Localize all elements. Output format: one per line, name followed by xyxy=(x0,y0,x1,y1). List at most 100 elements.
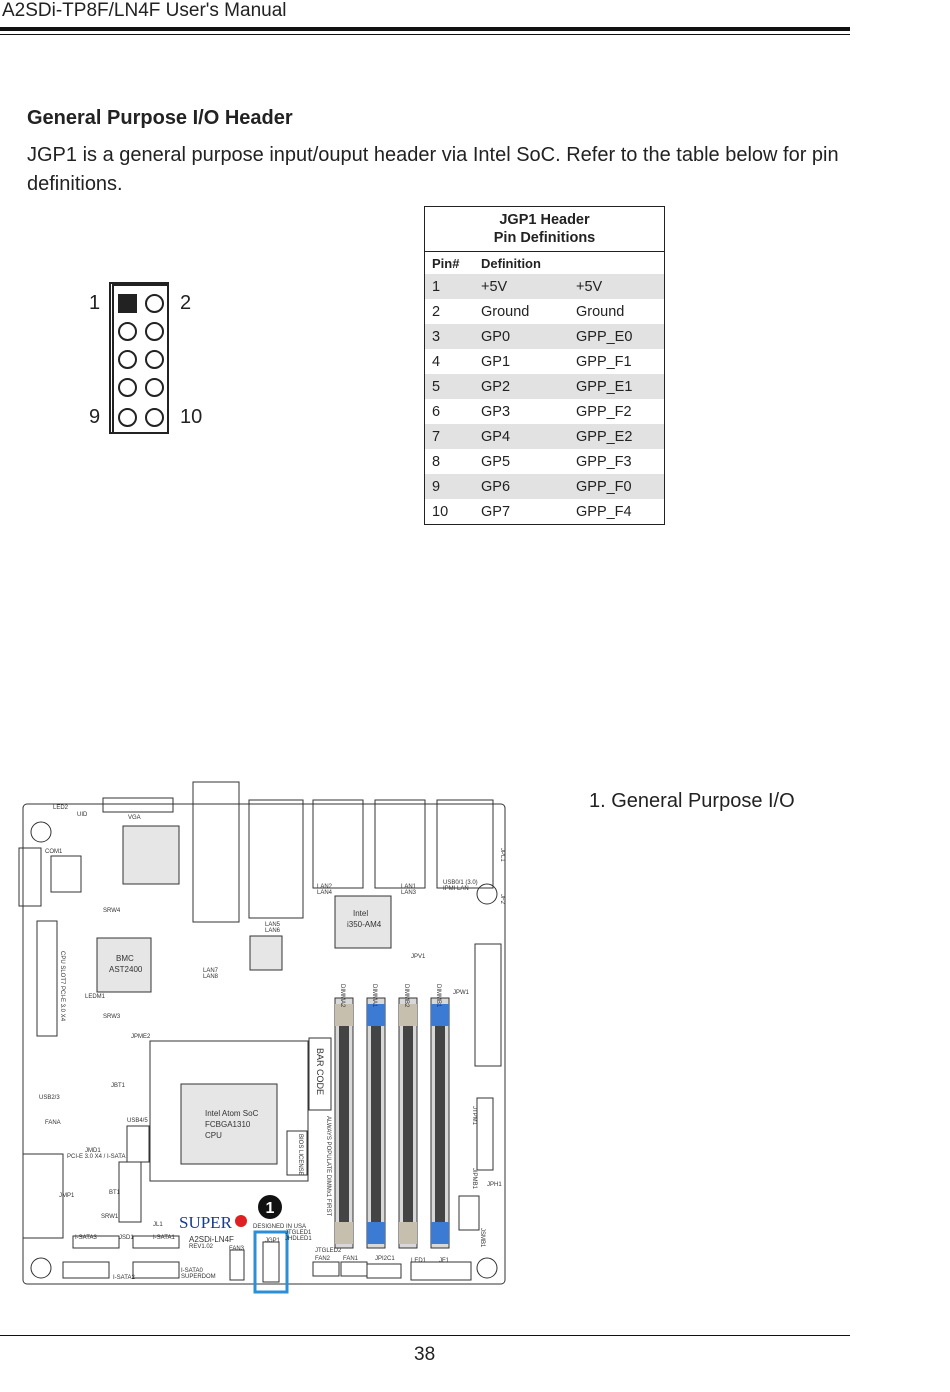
label-jtgled1: JTGLED1 xyxy=(285,1230,312,1236)
dimm-slot-core xyxy=(371,1026,381,1222)
board-outline xyxy=(22,803,506,1285)
lan-stack-1-3 xyxy=(374,799,426,889)
cell-def: Ground xyxy=(481,303,530,320)
label-srw4: SRW4 xyxy=(103,908,121,914)
label-pcie-sata: PCI-E 3.0 X4 / I-SATA xyxy=(67,1154,125,1160)
cell-pin: 5 xyxy=(424,374,474,399)
label-jtpm1: JTPM1 xyxy=(471,1106,477,1126)
pin-definitions-table: JGP1 Header Pin Definitions Pin# Definit… xyxy=(424,206,665,525)
manual-title: A2SDi-TP8F/LN4F User's Manual xyxy=(2,0,287,21)
label-lan1: LAN1 xyxy=(401,884,417,890)
cell-def: GP1 xyxy=(481,353,511,370)
label-jf2: JF2 xyxy=(499,894,505,905)
cell-alt: GPP_F2 xyxy=(576,403,632,420)
label-lan5: LAN5 xyxy=(265,922,281,928)
table-title: JGP1 Header Pin Definitions xyxy=(424,206,665,252)
dimm-clip xyxy=(367,1222,385,1244)
label-led1: LED1 xyxy=(411,1258,427,1264)
label-jbt1: JBT1 xyxy=(111,1083,126,1089)
label-ast2400: AST2400 xyxy=(109,965,143,974)
cell-alt: GPP_F1 xyxy=(576,353,632,370)
cell-def: GP5 xyxy=(481,453,511,470)
dimm-clip xyxy=(367,1004,385,1026)
label-jipmb1: JIPMB1 xyxy=(471,1168,477,1190)
dimm-clip xyxy=(399,1222,417,1244)
col-header-definition: Definition xyxy=(481,255,541,271)
cell-pin: 6 xyxy=(432,403,441,420)
label-model: A2SDi-LN4F xyxy=(189,1235,234,1244)
label-vga: VGA xyxy=(128,815,141,821)
label-fan1: FAN1 xyxy=(343,1256,359,1262)
label-isata3: I-SATA3 xyxy=(75,1235,97,1241)
label-fana: FANA xyxy=(45,1120,61,1126)
label-bar-code: BAR CODE xyxy=(315,1048,325,1095)
m2-slot-area xyxy=(22,1153,64,1239)
soc-chip xyxy=(180,1083,278,1165)
isata2-connector xyxy=(62,1261,110,1279)
label-isata2: I-SATA2 xyxy=(113,1275,135,1281)
atx-power-connector xyxy=(474,943,502,1067)
com1-chip xyxy=(50,855,82,893)
label-lan7: LAN7 xyxy=(203,968,219,974)
cell-pin: 9 xyxy=(424,474,474,499)
label-isata1: I-SATA1 xyxy=(153,1235,175,1241)
label-jl1: JL1 xyxy=(153,1222,163,1228)
isata3-connector xyxy=(72,1235,120,1249)
cell-alt: GPP_E2 xyxy=(569,424,665,449)
cell-pin: 1 xyxy=(424,274,474,299)
cell-alt: +5V xyxy=(569,274,665,299)
com1-header xyxy=(18,847,42,907)
table-row: 6 GP3 GPP_F2 xyxy=(425,399,665,424)
vga-connector xyxy=(102,797,174,813)
cell-pin: 2 xyxy=(432,303,441,320)
label-fan2: FAN2 xyxy=(315,1256,331,1262)
pin-4 xyxy=(145,322,164,341)
label-srw3: SRW3 xyxy=(103,1014,121,1020)
usb45-header xyxy=(126,1125,150,1163)
jtpm1-header xyxy=(476,1097,494,1171)
jgp1-header xyxy=(262,1241,280,1283)
dimm-clip xyxy=(335,1222,353,1244)
cell-pin: 3 xyxy=(424,324,474,349)
pin-label-10: 10 xyxy=(180,406,203,428)
label-fan3: FAN3 xyxy=(229,1246,245,1252)
header-rule-thin xyxy=(0,34,850,35)
cell-def: GP0 xyxy=(474,324,569,349)
pin-2 xyxy=(145,294,164,313)
label-led2: LED2 xyxy=(53,805,69,811)
dimm-slot-core xyxy=(339,1026,349,1222)
fan2-header xyxy=(312,1261,340,1277)
label-jpme2: JPME2 xyxy=(131,1034,151,1040)
cell-def: GP3 xyxy=(481,403,511,420)
label-usb23: USB2/3 xyxy=(39,1095,60,1101)
callout-number: 1 xyxy=(266,1200,275,1217)
label-ipmi-lan: IPMI LAN xyxy=(443,886,469,892)
label-bt1: BT1 xyxy=(109,1190,121,1196)
label-dimmb1: DIMMB1 xyxy=(435,984,441,1008)
label-jmd1: JMD1 xyxy=(85,1148,101,1154)
bar-code-area xyxy=(308,1037,332,1111)
intel-i350-chip xyxy=(334,895,392,949)
aux-chip xyxy=(249,935,283,971)
label-com1: COM1 xyxy=(45,849,63,855)
pin-label-1: 1 xyxy=(89,292,101,314)
mounting-hole xyxy=(476,883,498,905)
header-rule xyxy=(0,27,850,31)
jgp1-highlight xyxy=(253,1230,289,1294)
cell-pin: 7 xyxy=(424,424,474,449)
label-jph1: JPH1 xyxy=(487,1182,502,1188)
label-jtgled2: JTGLED2 xyxy=(315,1248,342,1254)
cell-alt: GPP_F4 xyxy=(576,503,632,520)
mounting-hole xyxy=(476,1257,498,1279)
pin-1-square xyxy=(118,294,137,313)
label-soc-line1: Intel Atom SoC xyxy=(205,1109,259,1118)
label-dimma2: DIMMA2 xyxy=(339,984,345,1008)
bmc-chip xyxy=(96,937,152,993)
cell-def: GP6 xyxy=(474,474,569,499)
callout-description: 1. General Purpose I/O xyxy=(589,790,795,812)
label-jpi2c1: JPI2C1 xyxy=(375,1256,395,1262)
label-usb01: USB0/1 (3.0) xyxy=(443,880,478,886)
lan-stack-5-6 xyxy=(248,799,304,919)
